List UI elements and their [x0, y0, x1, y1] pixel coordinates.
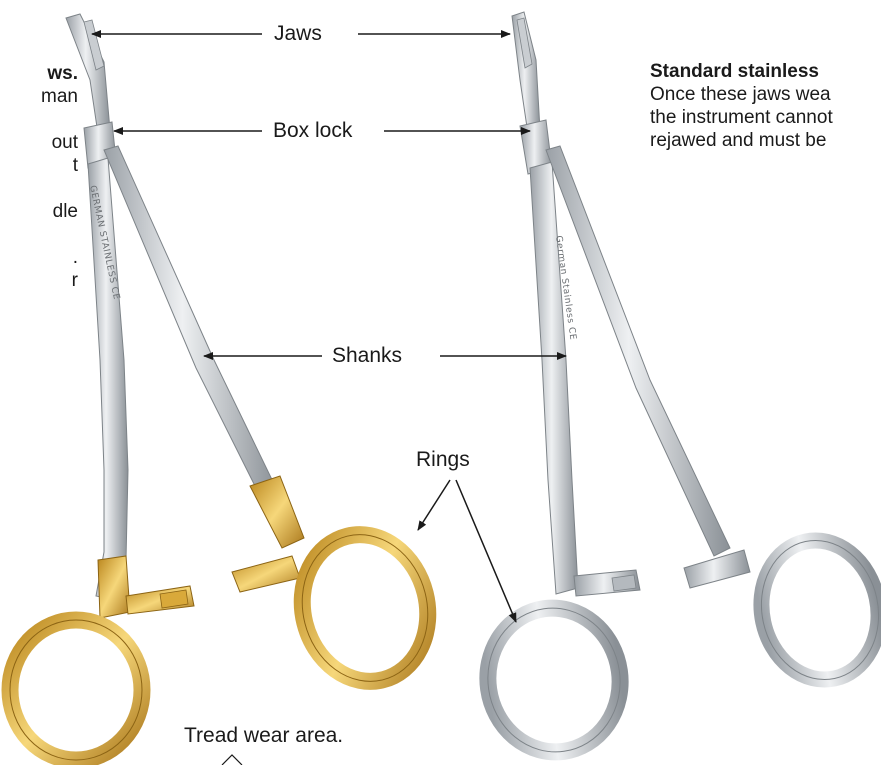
left-note-line: man: [0, 85, 78, 108]
steel-holder-ring-right: [749, 529, 881, 690]
shanks-label: Shanks: [326, 344, 408, 368]
right-note-line: rejawed and must be: [650, 129, 833, 152]
left-note-line: r: [0, 269, 78, 292]
gold-holder-ring-left: [10, 620, 142, 760]
gold-holder-ring-right: [287, 521, 443, 695]
left-note-line: out: [0, 131, 78, 154]
left-note-line: [0, 108, 78, 131]
right-note-line: the instrument cannot: [650, 106, 833, 129]
left-note-line: [0, 177, 78, 200]
rings-arrow-steel: [456, 480, 516, 622]
rings-arrow-gold: [418, 480, 450, 530]
steel-holder-shank-right: [546, 146, 730, 556]
tread-wear-caret: [222, 755, 242, 765]
right-note-line: Once these jaws wea: [650, 83, 833, 106]
left-note-line: .: [0, 246, 78, 269]
rings-label: Rings: [414, 448, 472, 472]
gold-holder-shank-left: [88, 158, 128, 600]
jaws-label: Jaws: [268, 22, 328, 46]
box-lock-label: Box lock: [267, 119, 358, 143]
left-note-line: [0, 223, 78, 246]
left-note: ws. man out t dle . r: [0, 62, 78, 292]
right-note-heading: Standard stainless: [650, 60, 833, 83]
steel-holder-ring-left: [479, 600, 630, 761]
steel-holder-shank-left: [530, 162, 578, 594]
tread-wear-label: Tread wear area.: [184, 724, 343, 748]
gold-holder-shank-right: [104, 146, 278, 500]
left-note-line: dle: [0, 200, 78, 223]
left-note-heading: ws.: [0, 62, 78, 85]
right-note: Standard stainless Once these jaws wea t…: [650, 60, 833, 152]
left-note-line: t: [0, 154, 78, 177]
